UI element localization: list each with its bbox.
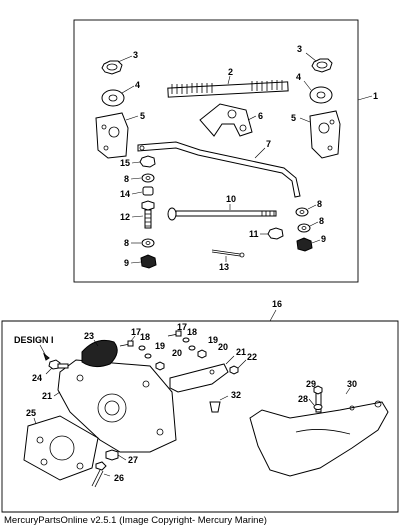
- callout-12: 13: [219, 262, 229, 272]
- callout-32: 32: [231, 390, 241, 400]
- bolt-13: [141, 200, 155, 229]
- long-bolt-10: [167, 207, 277, 221]
- callout-3-right: 3: [297, 44, 302, 54]
- washer-8-right-bottom: [297, 223, 311, 233]
- callout-26: 25: [26, 408, 36, 418]
- callout-21: 21: [236, 347, 246, 357]
- washer-8-right-top: [295, 207, 309, 217]
- callout-18-b: 18: [187, 327, 197, 337]
- nut-28: [105, 449, 119, 461]
- nut-22: [229, 365, 239, 375]
- bracket-21: [169, 363, 229, 393]
- threaded-rod: [167, 80, 289, 98]
- screw-17-b: [167, 330, 182, 337]
- cover-23: [81, 339, 118, 368]
- washer-8-left-top: [141, 173, 155, 183]
- callout-5-left: 5: [140, 111, 145, 121]
- callout-8-c: 8: [317, 199, 322, 209]
- clip-18-a: [138, 345, 146, 351]
- callout-24: 24: [32, 373, 42, 383]
- callout-19-b: 19: [208, 335, 218, 345]
- nut-20-a: [155, 361, 165, 371]
- washer-8-left-bottom: [141, 238, 155, 248]
- nut-11: [267, 227, 284, 240]
- callout-28: 27: [128, 455, 138, 465]
- callout-17-a: 17: [131, 327, 141, 337]
- callout-8-a: 8: [124, 174, 129, 184]
- clip-18-b: [182, 337, 190, 343]
- callout-30: 29: [306, 379, 316, 389]
- screw-17-a: [119, 340, 134, 347]
- bracket-31: [249, 400, 389, 477]
- callout-19-a: 19: [155, 341, 165, 351]
- bracket-right: [309, 110, 341, 159]
- mounting-plate-25: [57, 359, 177, 453]
- callout-17-b: 17: [177, 322, 187, 332]
- callout-14: 14: [120, 189, 130, 199]
- callout-5-right: 5: [291, 113, 296, 123]
- bottom-assembly-frame: [1, 320, 399, 513]
- bracket-left: [95, 112, 129, 159]
- callout-22: 22: [247, 352, 257, 362]
- callout-6: 6: [258, 111, 263, 121]
- callout-23: 23: [84, 331, 94, 341]
- callout-4-left: 4: [135, 80, 140, 90]
- callout-8-d: 8: [319, 216, 324, 226]
- bracket-plate: [199, 103, 253, 137]
- washer-left: [101, 89, 125, 107]
- callout-10: 10: [226, 194, 236, 204]
- callout-20-b: 20: [218, 342, 228, 352]
- callout-27: 26: [114, 473, 124, 483]
- locknut-9-right: [296, 237, 313, 252]
- washer-29: [313, 404, 323, 410]
- callout-2: 2: [228, 67, 233, 77]
- hex-nut-left: [101, 60, 123, 75]
- callout-7: 7: [266, 139, 271, 149]
- callout-25: 21: [42, 391, 52, 401]
- callout-8-b: 8: [124, 238, 129, 248]
- callout-15: 15: [120, 158, 130, 168]
- callout-9-b: 9: [321, 234, 326, 244]
- bushing-14: [142, 186, 154, 196]
- nut-20-b: [197, 349, 207, 359]
- cotter-pin-12: [211, 249, 245, 258]
- copyright-footer: MercuryPartsOnline v2.5.1 (Image Copyrig…: [4, 515, 267, 526]
- washer-19-b: [188, 345, 196, 351]
- callout-20-a: 20: [172, 348, 182, 358]
- nut-15: [139, 155, 156, 168]
- callout-11: 11: [249, 229, 259, 239]
- callout-31: 30: [347, 379, 357, 389]
- design-label: DESIGN I: [14, 335, 54, 345]
- callout-18-a: 18: [140, 332, 150, 342]
- washer-19-a: [144, 353, 152, 359]
- bolt-30: [313, 385, 323, 413]
- callout-9-a: 9: [124, 258, 129, 268]
- locknut-9-left: [140, 254, 157, 269]
- gasket-26: [23, 415, 99, 481]
- bolt-27: [91, 461, 107, 488]
- callout-13: 12: [120, 212, 130, 222]
- callout-4-right: 4: [296, 72, 301, 82]
- link-rod: [137, 141, 301, 198]
- callout-3-left: 3: [133, 50, 138, 60]
- top-assembly-frame: [73, 19, 359, 283]
- washer-right: [309, 86, 333, 104]
- hex-nut-right: [311, 58, 333, 73]
- callout-16: 16: [272, 299, 282, 309]
- callout-1: 1: [373, 91, 378, 101]
- grommet-32: [209, 401, 221, 413]
- callout-29: 28: [298, 394, 308, 404]
- screw-24: [48, 359, 69, 370]
